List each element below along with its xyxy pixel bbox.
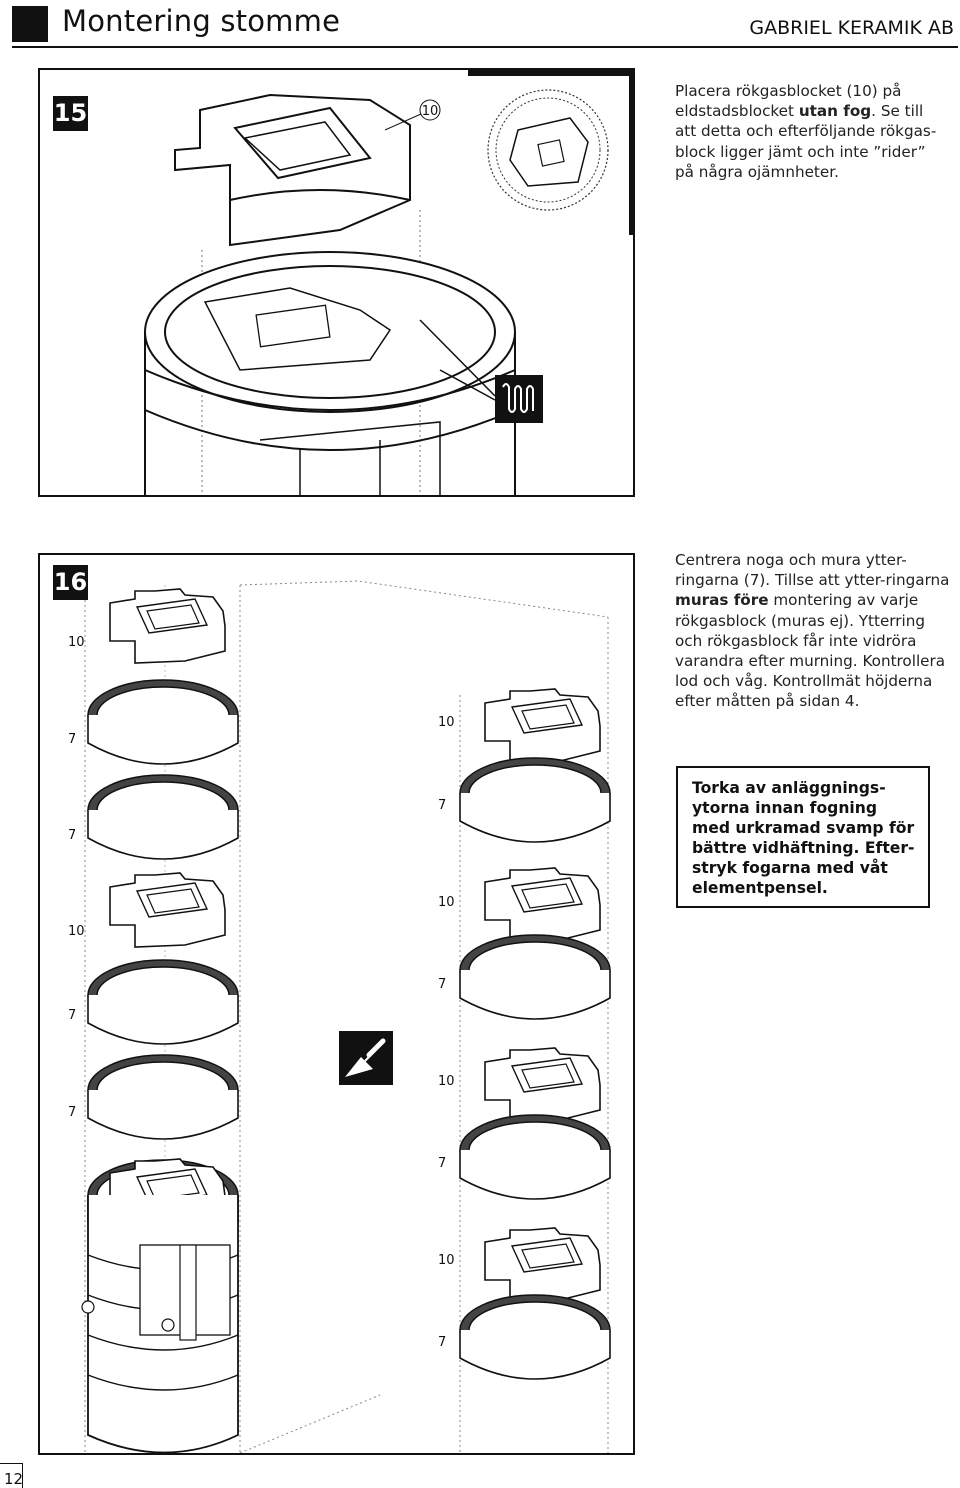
step-15-drawing: 10 [144,70,633,495]
step-16-badge: 16 [53,565,88,600]
part-label: 10 [438,715,455,730]
brand-name: GABRIEL KERAMIK AB [749,17,954,39]
note-box: Torka av anläggnings-ytorna innan fognin… [676,766,930,908]
part-label: 7 [438,798,447,813]
header-rule [12,46,958,48]
step-16-drawing [81,580,611,1453]
step-16-illustration: 10 7 7 10 7 7 10 7 10 7 10 7 10 7 [38,553,635,1455]
trowel-icon [339,1031,393,1085]
footer-divider [22,1463,23,1488]
part-label: 10 [438,895,455,910]
part-label: 7 [68,1105,77,1120]
step-15-instructions: Placera rökgasblocket (10) på eldstadsbl… [675,82,937,181]
mortar-bead-icon [495,375,543,423]
part-label: 7 [438,977,447,992]
part-label: 10 [438,1074,455,1089]
part-label: 10 [438,1253,455,1268]
part-label: 10 [68,924,85,939]
part-label: 7 [68,732,77,747]
part-label: 7 [68,1008,77,1023]
header-square-mark [12,6,48,42]
step-15-illustration: 10 [38,68,635,497]
page-title: Montering stomme [62,4,341,38]
step-15-badge: 15 [53,96,88,131]
part-label: 10 [68,635,85,650]
part-label: 7 [438,1335,447,1350]
page-number: 12 [4,1470,24,1488]
part-label: 7 [438,1156,447,1171]
footer-rule [0,1463,22,1464]
step-16-instructions: Centrera noga och mura ytter-ringarna (7… [675,551,950,711]
part-label: 7 [68,828,77,843]
part-label-10: 10 [422,104,439,119]
